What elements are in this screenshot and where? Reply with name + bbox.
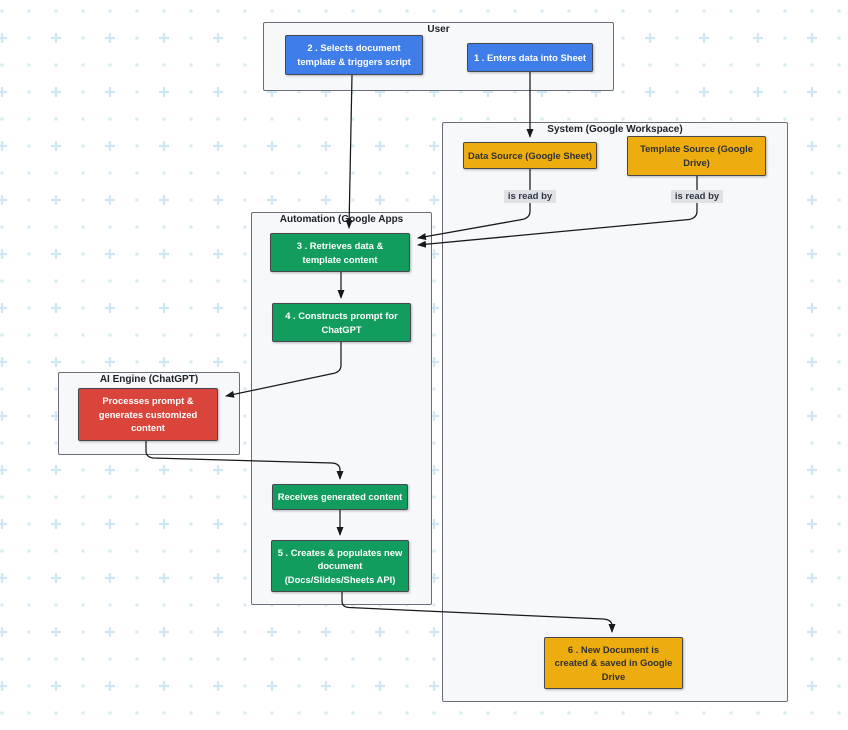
edge-label-is-read-by-2: is read by [671,190,723,203]
node-step1-label: 1 . Enters data into Sheet [473,51,586,63]
node-step6-label: 6 . New Document is created & saved in G… [554,643,673,682]
node-receives-label: Receives generated content [277,491,403,503]
node-step1-enters-data[interactable]: 1 . Enters data into Sheet [467,43,593,72]
node-step2-label: 2 . Selects document template & triggers… [297,42,411,67]
node-data-source-label: Data Source (Google Sheet) [468,149,592,161]
node-step6-new-document-saved[interactable]: 6 . New Document is created & saved in G… [544,637,683,689]
arrow-step2-to-step3 [345,74,353,229]
node-step3-label: 3 . Retrieves data & template content [296,239,384,265]
node-step4-label: 4 . Constructs prompt for ChatGPT [285,309,398,335]
node-receives-generated-content[interactable]: Receives generated content [272,484,408,510]
edge-label-is-read-by-1: is read by [504,190,556,203]
node-chatgpt-processes-prompt[interactable]: Processes prompt & generates customized … [78,388,218,441]
node-data-source[interactable]: Data Source (Google Sheet) [463,142,597,169]
node-template-source[interactable]: Template Source (Google Drive) [627,136,766,176]
node-template-source-label: Template Source (Google Drive) [640,143,753,168]
node-step5-creates-document[interactable]: 5 . Creates & populates new document (Do… [271,540,409,592]
node-step5-label: 5 . Creates & populates new document (Do… [277,546,403,585]
node-process-label: Processes prompt & generates customized … [98,395,198,434]
node-step2-selects-template[interactable]: 2 . Selects document template & triggers… [285,35,423,75]
node-step3-retrieves-data[interactable]: 3 . Retrieves data & template content [270,233,410,272]
container-system[interactable] [442,122,788,702]
node-step4-constructs-prompt[interactable]: 4 . Constructs prompt for ChatGPT [272,303,411,342]
